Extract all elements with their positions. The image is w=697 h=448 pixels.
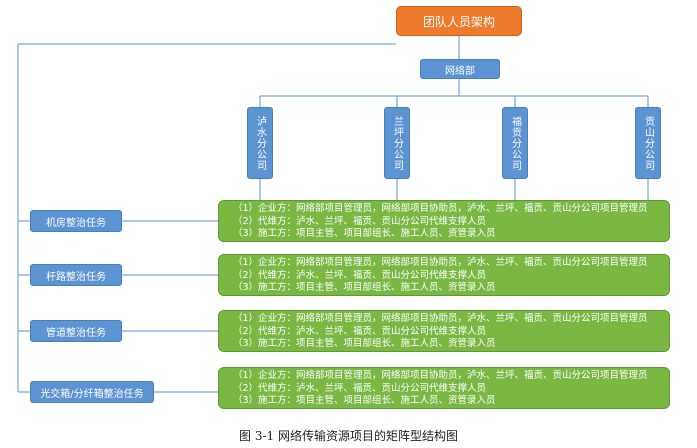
- staffing-line: （3）施工方：项目主管、项目部组长、施工人员、资管录入员: [233, 228, 496, 240]
- branch-node-lushui: 泸水分公司: [247, 107, 273, 179]
- staffing-line: （2）代维方：泸水、兰坪、福贡、贡山分公司代维支撑人员: [233, 325, 487, 337]
- network-dept-node: 网络部: [420, 59, 500, 79]
- staffing-box-pipeline: （1）企业方：网络部项目管理员，网络部项目协助员，泸水、兰坪、福贡、贡山分公司项…: [218, 310, 670, 352]
- staffing-line: （2）代维方：泸水、兰坪、福贡、贡山分公司代维支撑人员: [233, 215, 487, 227]
- task-node-pole-line: 杆路整治任务: [30, 264, 122, 286]
- branch-node-fugong: 福贡分公司: [502, 107, 528, 179]
- staffing-line: （1）企业方：网络部项目管理员，网络部项目协助员，泸水、兰坪、福贡、贡山分公司项…: [233, 203, 648, 214]
- staffing-line: （1）企业方：网络部项目管理员，网络部项目协助员，泸水、兰坪、福贡、贡山分公司项…: [233, 257, 648, 268]
- branch-node-lanping: 兰坪分公司: [384, 107, 410, 179]
- staffing-box-fiber-box: （1）企业方：网络部项目管理员，网络部项目协助员，泸水、兰坪、福贡、贡山分公司项…: [218, 367, 670, 409]
- staffing-box-pole-line: （1）企业方：网络部项目管理员，网络部项目协助员，泸水、兰坪、福贡、贡山分公司项…: [218, 254, 670, 296]
- figure-caption: 图 3-1 网络传输资源项目的矩阵型结构图: [239, 429, 458, 443]
- branch-node-gongshan: 贡山分公司: [635, 107, 661, 179]
- staffing-box-machine-room: （1）企业方：网络部项目管理员，网络部项目协助员，泸水、兰坪、福贡、贡山分公司项…: [218, 200, 670, 242]
- team-structure-node: 团队人员架构: [396, 6, 522, 36]
- staffing-line: （1）企业方：网络部项目管理员，网络部项目协助员，泸水、兰坪、福贡、贡山分公司项…: [233, 370, 648, 381]
- task-node-machine-room: 机房整治任务: [30, 210, 122, 232]
- staffing-line: （3）施工方：项目主管、项目部组长、施工人员、资管录入员: [233, 282, 496, 294]
- staffing-line: （2）代维方：泸水、兰坪、福贡、贡山分公司代维支撑人员: [233, 382, 487, 394]
- staffing-line: （3）施工方：项目主管、项目部组长、施工人员、资管录入员: [233, 338, 496, 350]
- task-node-pipeline: 管道整治任务: [30, 320, 122, 342]
- staffing-line: （3）施工方：项目主管、项目部组长、施工人员、资管录入员: [233, 395, 496, 407]
- staffing-line: （2）代维方：泸水、兰坪、福贡、贡山分公司代维支撑人员: [233, 269, 487, 281]
- staffing-line: （1）企业方：网络部项目管理员，网络部项目协助员，泸水、兰坪、福贡、贡山分公司项…: [233, 313, 648, 324]
- task-node-fiber-box: 光交箱/分纤箱整治任务: [30, 381, 154, 403]
